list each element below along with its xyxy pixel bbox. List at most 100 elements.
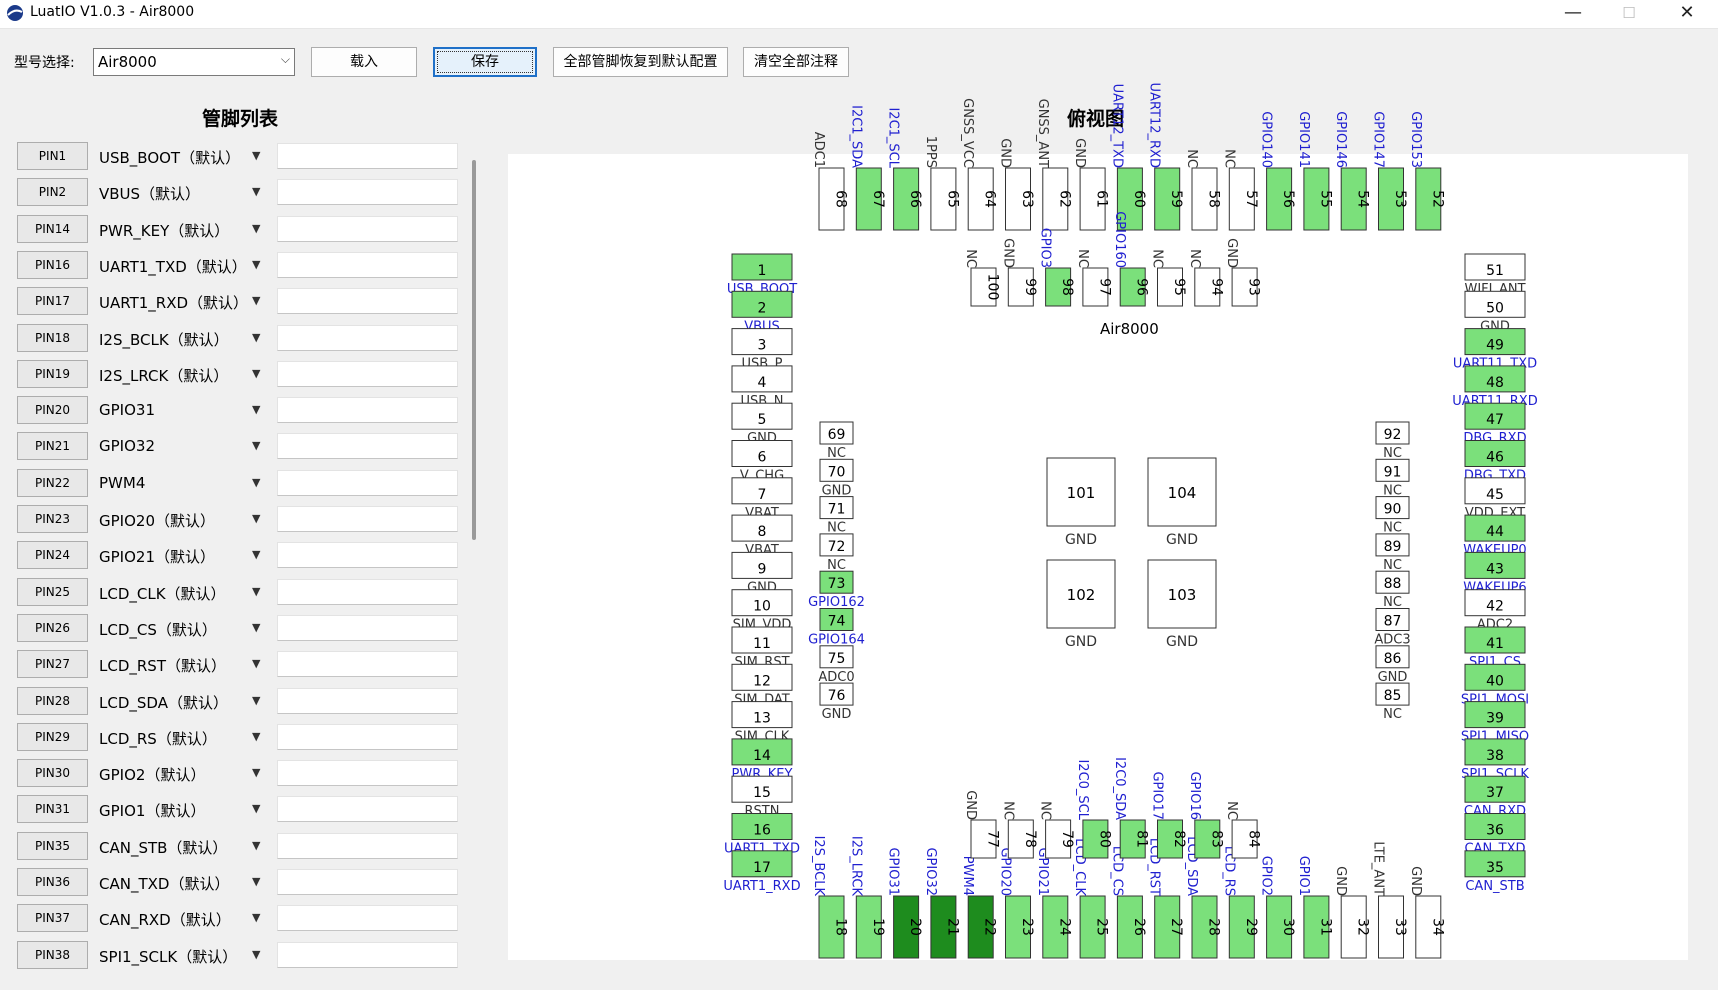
dropdown-arrow-icon[interactable]: ▼ xyxy=(252,330,261,344)
pin-pad[interactable] xyxy=(1464,440,1526,467)
pin-pad[interactable] xyxy=(1082,267,1109,307)
pin-pad[interactable] xyxy=(819,645,854,669)
pin-pad[interactable] xyxy=(731,290,793,318)
pin-pad[interactable] xyxy=(731,365,793,393)
ground-pad[interactable] xyxy=(1147,457,1217,527)
pin-button[interactable]: PIN24 xyxy=(17,541,88,570)
pin-pad[interactable] xyxy=(1154,895,1181,959)
pin-button[interactable]: PIN16 xyxy=(17,250,88,279)
pin-pad[interactable] xyxy=(1154,167,1181,231)
pin-note-input[interactable] xyxy=(277,723,458,750)
pin-note-input[interactable] xyxy=(277,760,458,787)
pin-pad[interactable] xyxy=(1464,365,1526,393)
dropdown-arrow-icon[interactable]: ▼ xyxy=(252,475,261,489)
pin-pad[interactable] xyxy=(1340,895,1367,959)
pin-pad[interactable] xyxy=(1464,514,1526,542)
pin-pad[interactable] xyxy=(1231,819,1258,859)
pin-list-scrollbar[interactable] xyxy=(472,160,476,540)
dropdown-arrow-icon[interactable]: ▼ xyxy=(252,620,261,634)
pin-pad[interactable] xyxy=(930,167,957,231)
pin-note-input[interactable] xyxy=(277,687,458,714)
pin-pad[interactable] xyxy=(1119,267,1146,307)
pin-note-input[interactable] xyxy=(277,832,458,859)
chevron-down-icon[interactable]: ⌵ xyxy=(280,52,290,66)
pin-function-select[interactable]: UART1_TXD（默认） xyxy=(99,257,247,276)
pin-pad[interactable] xyxy=(819,496,854,520)
pin-function-select[interactable]: USB_BOOT（默认） xyxy=(99,149,241,167)
pin-pad[interactable] xyxy=(1266,895,1293,959)
pin-button[interactable]: PIN22 xyxy=(17,468,88,497)
pin-pad[interactable] xyxy=(1415,167,1442,231)
pin-function-select[interactable]: LCD_RST（默认） xyxy=(99,657,226,676)
pin-pad[interactable] xyxy=(1464,626,1526,654)
pin-pad[interactable] xyxy=(731,850,793,878)
pin-pad[interactable] xyxy=(1378,167,1404,231)
pin-pad[interactable] xyxy=(1464,290,1526,318)
pin-button[interactable]: PIN1 xyxy=(17,142,88,170)
pin-function-select[interactable]: LCD_RS（默认） xyxy=(99,729,217,748)
pin-pad[interactable] xyxy=(967,895,994,959)
reset-all-pins-button[interactable]: 全部管脚恢复到默认配置 xyxy=(553,47,728,77)
pin-pad[interactable] xyxy=(1119,819,1146,859)
pin-pad[interactable] xyxy=(819,533,854,557)
pin-function-select[interactable]: I2S_LRCK（默认） xyxy=(99,366,229,385)
pin-function-select[interactable]: CAN_TXD（默认） xyxy=(99,875,230,893)
pin-pad[interactable] xyxy=(1079,895,1106,959)
dropdown-arrow-icon[interactable]: ▼ xyxy=(252,657,261,671)
dropdown-arrow-icon[interactable]: ▼ xyxy=(252,185,261,199)
pin-function-select[interactable]: VBUS（默认） xyxy=(99,185,201,204)
pin-pad[interactable] xyxy=(1464,850,1526,878)
pin-pad[interactable] xyxy=(731,626,793,654)
pin-button[interactable]: PIN38 xyxy=(17,940,88,969)
dropdown-arrow-icon[interactable]: ▼ xyxy=(252,257,261,271)
pin-pad[interactable] xyxy=(1464,738,1526,766)
pin-function-select[interactable]: PWM4 xyxy=(99,473,146,492)
pin-pad[interactable] xyxy=(1375,533,1410,557)
pin-note-input[interactable] xyxy=(277,941,458,968)
pin-button[interactable]: PIN14 xyxy=(17,214,88,243)
save-button[interactable]: 保存 xyxy=(433,47,537,77)
pin-pad[interactable] xyxy=(731,813,793,840)
pin-pad[interactable] xyxy=(1415,895,1442,959)
pin-pad[interactable] xyxy=(819,682,854,706)
pin-button[interactable]: PIN21 xyxy=(17,432,88,461)
pin-note-input[interactable] xyxy=(277,506,458,532)
pin-note-input[interactable] xyxy=(277,433,458,460)
pin-button[interactable]: PIN37 xyxy=(17,904,88,933)
pin-pad[interactable] xyxy=(731,775,793,803)
pin-pad[interactable] xyxy=(1303,895,1330,959)
pin-function-select[interactable]: GPIO31 xyxy=(99,401,155,420)
dropdown-arrow-icon[interactable]: ▼ xyxy=(252,693,261,707)
pin-pad[interactable] xyxy=(731,663,793,691)
pin-pad[interactable] xyxy=(819,608,854,631)
close-button[interactable]: ✕ xyxy=(1679,2,1695,23)
pin-pad[interactable] xyxy=(731,440,793,467)
pin-pad[interactable] xyxy=(1228,895,1255,959)
pin-pad[interactable] xyxy=(731,477,793,505)
pin-pad[interactable] xyxy=(1375,496,1410,520)
dropdown-arrow-icon[interactable]: ▼ xyxy=(252,403,261,417)
pin-note-input[interactable] xyxy=(277,578,458,605)
pin-pad[interactable] xyxy=(819,421,854,445)
dropdown-arrow-icon[interactable]: ▼ xyxy=(252,548,261,562)
pin-note-input[interactable] xyxy=(277,324,458,351)
minimize-button[interactable]: — xyxy=(1564,2,1582,23)
pin-note-input[interactable] xyxy=(277,542,458,569)
pin-pad[interactable] xyxy=(1116,895,1143,959)
pin-pad[interactable] xyxy=(1375,421,1410,445)
pin-pad[interactable] xyxy=(855,167,882,231)
pin-button[interactable]: PIN29 xyxy=(17,722,88,751)
dropdown-arrow-icon[interactable]: ▼ xyxy=(252,584,261,598)
dropdown-arrow-icon[interactable]: ▼ xyxy=(252,875,261,888)
pin-pad[interactable] xyxy=(1007,267,1034,307)
pin-pad[interactable] xyxy=(1464,701,1526,729)
pin-pad[interactable] xyxy=(1079,167,1106,231)
pin-button[interactable]: PIN20 xyxy=(17,396,88,425)
pin-function-select[interactable]: GPIO20（默认） xyxy=(99,512,215,530)
pin-note-input[interactable] xyxy=(277,360,458,387)
pin-pad[interactable] xyxy=(731,738,793,766)
maximize-button[interactable]: ☐ xyxy=(1622,4,1636,22)
pin-button[interactable]: PIN25 xyxy=(17,577,88,606)
pin-pad[interactable] xyxy=(731,589,793,617)
dropdown-arrow-icon[interactable]: ▼ xyxy=(252,512,261,525)
